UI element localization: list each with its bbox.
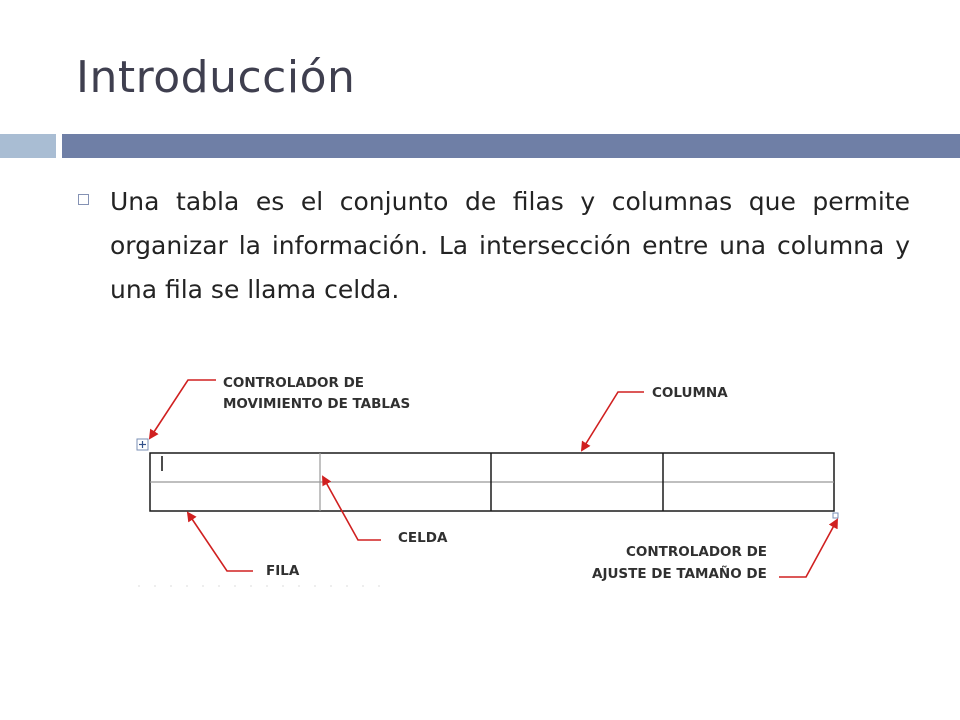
title-accent-bar-left: [0, 134, 56, 158]
label-cell: CELDA: [398, 530, 448, 546]
slide-title: Introducción: [76, 52, 356, 103]
arrow-cell: [322, 475, 381, 541]
bullet-square-icon: [78, 194, 89, 205]
arrow-column: [580, 391, 644, 452]
label-column: COLUMNA: [652, 385, 728, 401]
label-resize-handle-line2: AJUSTE DE TAMAÑO DE: [592, 565, 767, 582]
table-grid: [149, 452, 835, 512]
label-row: FILA: [266, 563, 300, 579]
arrow-resize-handle: [779, 518, 838, 578]
arrow-row: [186, 511, 253, 572]
label-resize-handle-line1: CONTROLADOR DE: [626, 544, 767, 560]
table-resize-handle-icon: [832, 512, 839, 519]
title-accent-bar-right: [62, 134, 960, 158]
label-move-handle-line2: MOVIMIENTO DE TABLAS: [223, 396, 410, 412]
table-move-handle-icon: [136, 438, 149, 451]
table-diagram: CONTROLADOR DE MOVIMIENTO DE TABLAS COLU…: [136, 375, 839, 587]
label-move-handle-line1: CONTROLADOR DE: [223, 375, 364, 391]
arrow-move-handle: [148, 379, 216, 440]
slide-body-text: Una tabla es el conjunto de filas y colu…: [110, 187, 910, 304]
